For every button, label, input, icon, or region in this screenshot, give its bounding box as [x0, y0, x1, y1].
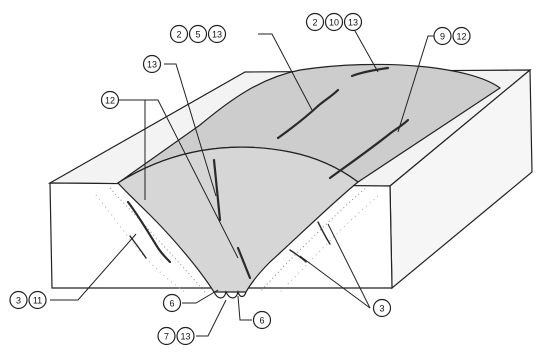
leader-3-11: [50, 234, 136, 300]
callout-2-5-13: 2 5 13: [171, 26, 226, 43]
callout-number: 2: [176, 30, 181, 40]
callout-number: 2: [312, 18, 317, 28]
callout-number: 13: [348, 18, 358, 28]
leader-3-b: [300, 256, 370, 308]
callout-number: 10: [329, 18, 339, 28]
leader-12-b: [145, 100, 238, 258]
callout-12: 12: [102, 92, 119, 109]
callout-number: 3: [16, 296, 21, 306]
callout-7-13: 7 13: [158, 328, 194, 345]
callout-number: 6: [259, 316, 264, 326]
callout-number: 5: [195, 30, 200, 40]
callout-6-right: 6: [254, 312, 271, 329]
callout-number: 3: [379, 304, 384, 314]
callout-number: 7: [164, 332, 169, 342]
callout-9-12: 9 12: [434, 28, 470, 45]
leader-7-13: [196, 300, 226, 336]
callout-number: 9: [440, 32, 445, 42]
callout-number: 12: [105, 96, 115, 106]
leader-9-12: [398, 36, 440, 132]
callout-13: 13: [144, 56, 161, 73]
callout-number: 13: [212, 30, 222, 40]
leader-12-a: [110, 100, 145, 200]
callout-number: 12: [456, 32, 466, 42]
callout-number: 6: [169, 299, 174, 309]
callout-6-left: 6: [164, 295, 181, 312]
callout-number: 11: [33, 296, 42, 306]
callout-3: 3: [374, 300, 391, 317]
callout-3-11: 3 11: [10, 292, 46, 309]
leader-6-right: [238, 296, 252, 320]
leader-3-a: [328, 224, 370, 308]
callout-number: 13: [147, 60, 157, 70]
callout-2-10-13: 2 10 13: [307, 14, 362, 31]
leader-13: [164, 64, 216, 196]
leader-2-5-13: [258, 34, 312, 110]
callout-number: 13: [180, 332, 190, 342]
leader-6-left: [182, 290, 218, 303]
